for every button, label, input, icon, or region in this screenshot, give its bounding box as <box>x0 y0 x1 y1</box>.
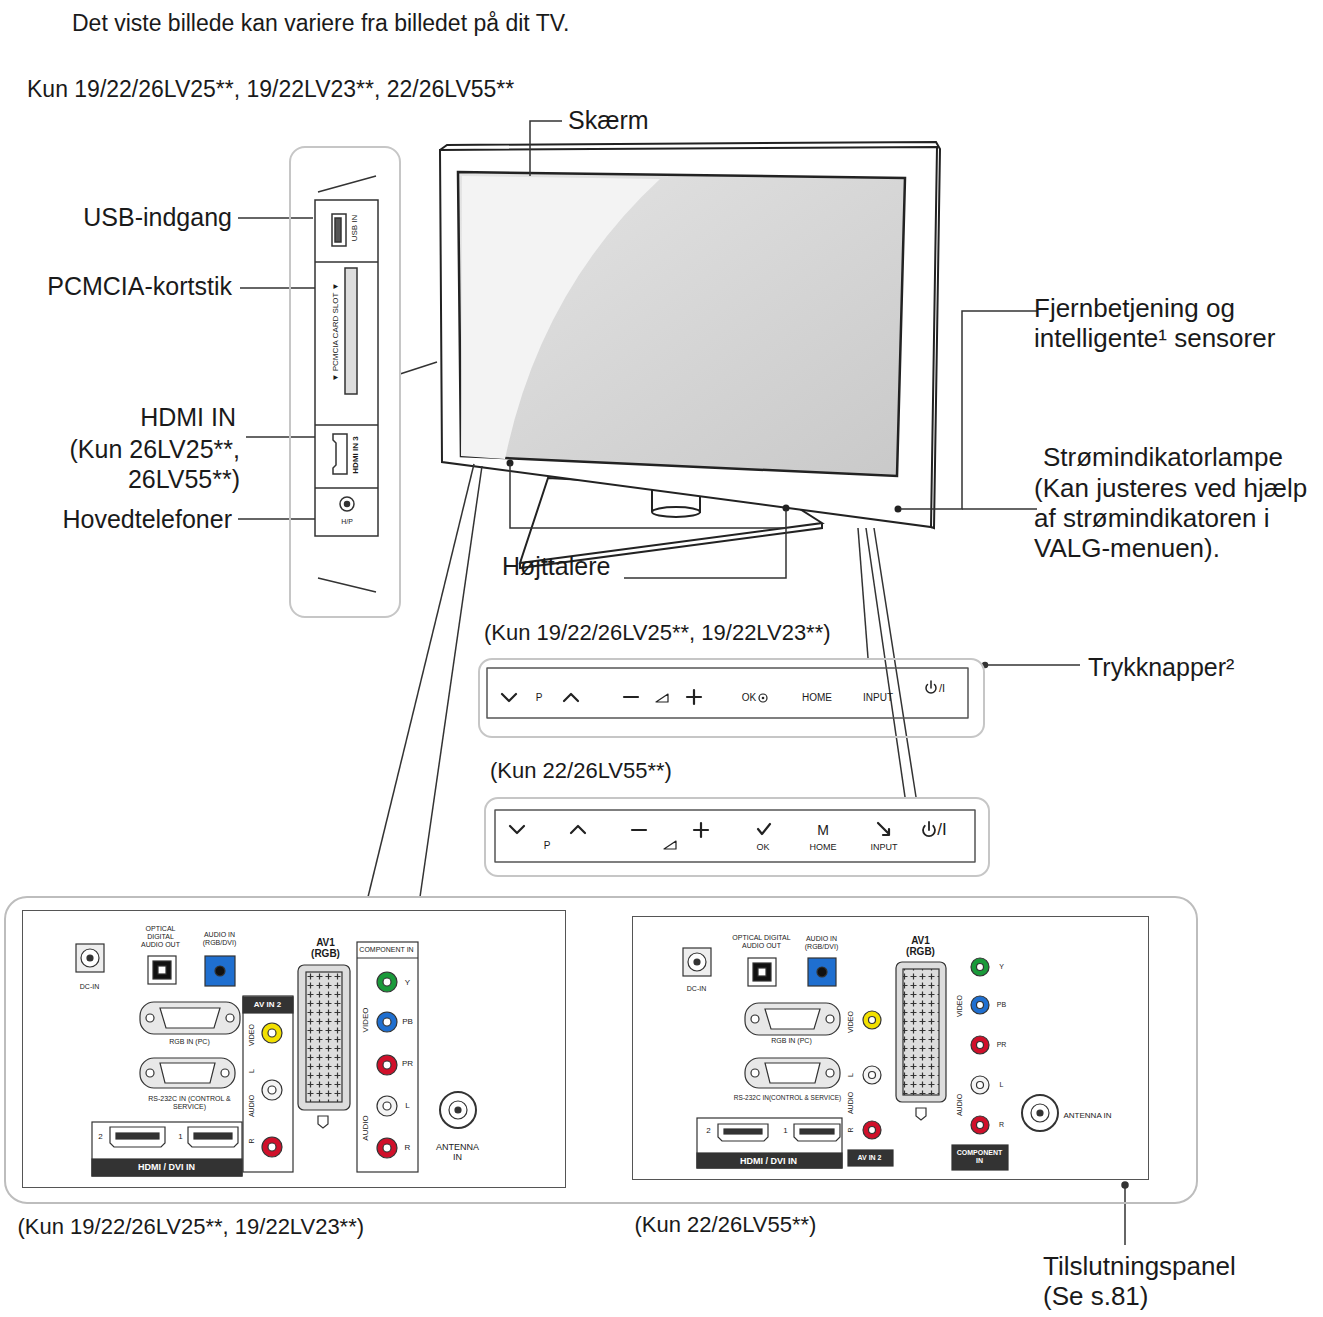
label-text: Kun 19/22/26LV25**, 19/22LV23**, 22/26LV… <box>27 76 514 102</box>
node-text: PR <box>997 1040 1007 1048</box>
node-text: AUDIO IN (RGB/DVI) <box>801 934 843 950</box>
side-ports <box>315 176 378 592</box>
node-text: 1 <box>783 1126 787 1135</box>
node-text: /I <box>939 682 945 695</box>
node-text: PB <box>402 1017 413 1026</box>
node-text: AUDIO <box>247 1094 255 1116</box>
button-symbols <box>487 668 975 862</box>
label-text: Hovedtelefoner <box>62 505 232 534</box>
node-text: ANTENNA IN <box>433 1141 483 1162</box>
node-text: L <box>1000 1080 1004 1088</box>
node-text: VIDEO <box>247 1024 255 1046</box>
node-text: 2 <box>98 1132 102 1141</box>
node-caption: (Kun 19/22/26LV25**, 19/22LV23**) <box>484 620 831 645</box>
node-text: R <box>846 1127 854 1132</box>
label-text: (Kun 26LV25**, 26LV55**) <box>60 434 240 494</box>
node-text: DC-IN <box>687 984 706 992</box>
node-text: HDMI / DVI IN <box>138 1161 195 1171</box>
label-text: Højttalere <box>502 552 610 581</box>
node-text: OPTICAL DIGITAL AUDIO OUT <box>141 924 181 948</box>
node-text: AUDIO <box>846 1091 854 1113</box>
node-text: P <box>544 840 551 852</box>
node-text: HDMI IN 3 <box>351 436 360 473</box>
node-text: DC-IN <box>80 982 99 990</box>
node-text: ▼ PCMCIA CARD SLOT ▼ <box>331 283 340 382</box>
node-text: /I <box>937 820 946 840</box>
node-text: OPTICAL DIGITAL AUDIO OUT <box>731 933 793 949</box>
node-text: COMPONENT IN <box>358 945 416 953</box>
label-text: Tilslutningspanel (Se s.81) <box>1043 1251 1268 1311</box>
node-text: USB IN <box>350 215 359 242</box>
node-text: PR <box>402 1059 413 1068</box>
node-text: L <box>405 1101 409 1110</box>
node-text: RS-232C IN (CONTROL & SERVICE) <box>148 1094 232 1110</box>
node-text: COMPONENT IN <box>953 1148 1007 1164</box>
label-text: Det viste billede kan variere fra billed… <box>72 10 569 36</box>
node-text: Y <box>999 962 1004 970</box>
node-text: L <box>247 1069 255 1073</box>
node-text: PB <box>997 1000 1006 1008</box>
label-text: Trykknapper² <box>1088 653 1234 682</box>
node-text: VIDEO <box>846 1011 854 1033</box>
panel-frame <box>5 897 1197 1203</box>
node-text: RGB IN (PC) <box>771 1036 811 1044</box>
label-text: (Kan justeres ved hjælp af strømindikato… <box>1034 473 1319 563</box>
node-text: H/P <box>341 518 353 526</box>
node-text: INPUT <box>871 842 898 852</box>
label-text: HDMI IN <box>140 403 236 432</box>
label-text: Strømindikatorlampe <box>1043 443 1283 473</box>
node-text: OK <box>742 692 756 704</box>
node-text: HDMI / DVI IN <box>740 1155 797 1165</box>
node-text: AV1 (RGB) <box>311 936 341 959</box>
node-text: P <box>536 692 543 704</box>
node-caption: (Kun 19/22/26LV25**, 19/22LV23**) <box>18 1214 365 1239</box>
node-text: M <box>817 822 829 838</box>
node-text: VIDEO <box>361 1007 370 1032</box>
button-strip: (Kun 19/22/26LV25**, 19/22LV23**)POKHOME… <box>478 658 985 738</box>
node-text: L <box>846 1073 854 1077</box>
node-text: 1 <box>178 1132 182 1141</box>
inset-box: USB IN ▼ PCMCIA CARD SLOT ▼ HDMI IN 3 H/P <box>289 146 401 618</box>
node-text: INPUT <box>863 692 893 704</box>
node-text: RS-232C IN(CONTROL & SERVICE) <box>734 1094 841 1101</box>
node-text: ANTENNA IN <box>1064 1111 1112 1120</box>
label-text: PCMCIA-kortstik <box>47 272 232 301</box>
button-strip: (Kun 22/26LV55**)POKMHOMEINPUT/I <box>484 797 990 877</box>
label-text: Fjernbetjening og intelligente¹ sensorer <box>1034 293 1319 353</box>
node-text: HOME <box>802 692 832 704</box>
node-text: 2 <box>706 1126 710 1135</box>
node-text: AV IN 2 <box>858 1153 882 1161</box>
node-text: AV1 (RGB) <box>906 934 936 957</box>
connection-panel: (Kun 19/22/26LV25**, 19/22LV23**)DC-INOP… <box>22 910 566 1188</box>
node-text: R <box>247 1138 255 1143</box>
connection-panel: (Kun 22/26LV55**)DC-INOPTICAL DIGITAL AU… <box>632 916 1149 1180</box>
node-text: HOME <box>810 842 837 852</box>
node-text: OK <box>756 842 769 852</box>
leader-lines <box>238 121 1128 1245</box>
node-text: AUDIO <box>955 1093 963 1115</box>
node-text: VIDEO <box>955 995 963 1017</box>
panel1-connectors <box>76 942 476 1176</box>
node-text: AUDIO <box>361 1115 370 1140</box>
label-text: Skærm <box>568 106 649 135</box>
node-text: Y <box>405 978 410 987</box>
tv-body <box>440 142 940 528</box>
node-text: R <box>999 1120 1004 1128</box>
node-text: AV IN 2 <box>254 1000 281 1009</box>
node-caption: (Kun 22/26LV55**) <box>635 1212 817 1237</box>
node-caption: (Kun 22/26LV55**) <box>490 758 672 783</box>
label-text: USB-indgang <box>83 203 232 232</box>
panel2-connectors <box>683 948 1058 1170</box>
node-text: AUDIO IN (RGB/DVI) <box>198 930 242 946</box>
node-text: RGB IN (PC) <box>169 1037 209 1045</box>
node-text: R <box>405 1143 411 1152</box>
